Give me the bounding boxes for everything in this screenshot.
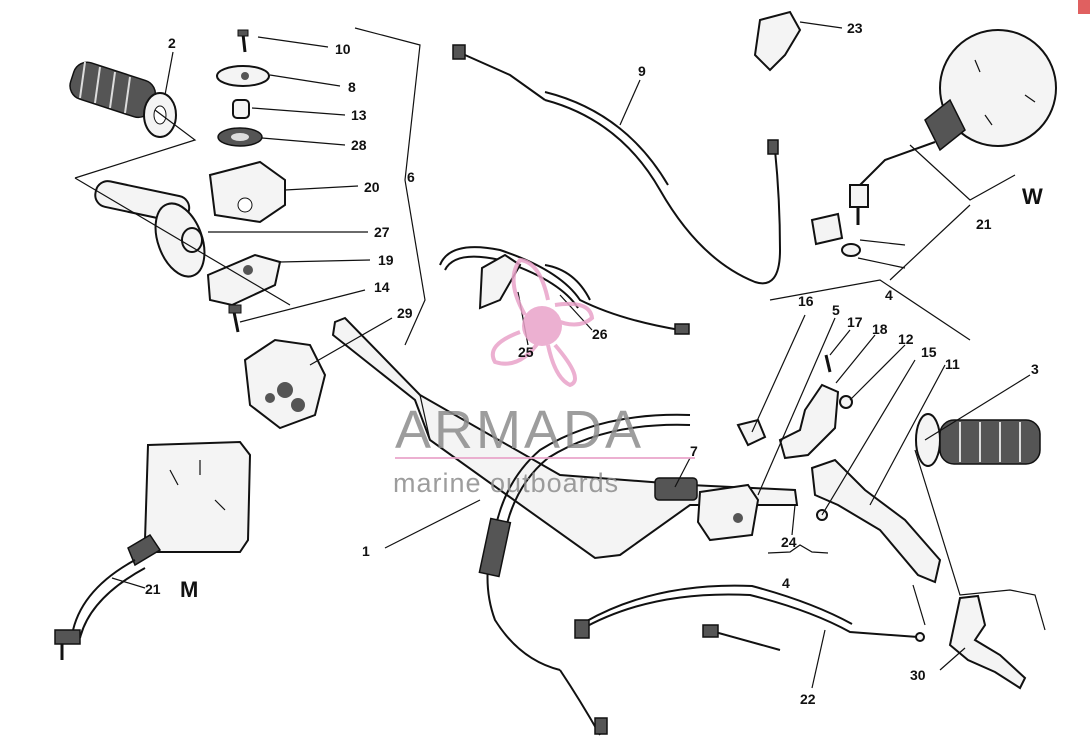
brake-lever <box>810 458 942 584</box>
lever-bracket-5 <box>778 354 853 460</box>
callout-9: 9 <box>638 63 646 79</box>
callout-18: 18 <box>872 321 888 337</box>
left-grip <box>69 61 177 138</box>
brake-master-cylinder <box>696 483 760 542</box>
throttle-tube <box>94 180 206 278</box>
watermark-logo <box>490 257 595 388</box>
throttle-housing-upper <box>208 160 286 224</box>
mirror-left <box>54 440 252 660</box>
side-label-w: W <box>1022 184 1043 209</box>
callout-2: 2 <box>168 35 176 51</box>
side-label-m: M <box>180 577 198 602</box>
callout-24: 24 <box>781 534 797 550</box>
brake-switch-16 <box>736 418 767 447</box>
callout-14: 14 <box>374 279 390 295</box>
right-grip <box>915 413 1041 467</box>
clip-23 <box>753 10 802 72</box>
watermark-subtitle: marine outboards <box>393 468 619 498</box>
callout-29: 29 <box>397 305 413 321</box>
callout-13: 13 <box>351 107 367 123</box>
mirror-right <box>810 29 1057 257</box>
cable-9 <box>452 44 782 285</box>
callout-6: 6 <box>407 169 415 185</box>
callout-22: 22 <box>800 691 816 707</box>
callout-25: 25 <box>518 344 534 360</box>
callout-19: 19 <box>378 252 394 268</box>
callout-23: 23 <box>847 20 863 36</box>
callout-26: 26 <box>592 326 608 342</box>
callout-1: 1 <box>362 543 370 559</box>
callout-labels: 2 10 8 13 28 20 6 27 19 14 29 9 23 21 W … <box>145 20 1043 707</box>
callout-20: 20 <box>364 179 380 195</box>
switch-housing <box>243 338 327 430</box>
leader-lines <box>74 21 1046 689</box>
clutch-lever-30 <box>948 594 1027 690</box>
corner-marker <box>1078 0 1090 14</box>
callout-8: 8 <box>348 79 356 95</box>
callout-21-left: 21 <box>145 581 161 597</box>
callout-7: 7 <box>690 443 698 459</box>
watermark: ARMADA marine outboards <box>393 257 695 498</box>
callout-17: 17 <box>847 314 863 330</box>
callout-15: 15 <box>921 344 937 360</box>
callout-5: 5 <box>832 302 840 318</box>
cable-22 <box>478 413 925 736</box>
callout-4-bottom: 4 <box>782 575 790 591</box>
callout-21-right: 21 <box>976 216 992 232</box>
wiring-harness <box>439 246 690 335</box>
callout-30: 30 <box>910 667 926 683</box>
cable-adjuster-7 <box>654 477 698 501</box>
callout-27: 27 <box>374 224 390 240</box>
callout-28: 28 <box>351 137 367 153</box>
callout-16: 16 <box>798 293 814 309</box>
throttle-housing-small-parts <box>216 29 270 147</box>
callout-10: 10 <box>335 41 351 57</box>
callout-3: 3 <box>1031 361 1039 377</box>
watermark-title: ARMADA <box>395 400 644 460</box>
callout-12: 12 <box>898 331 914 347</box>
screw-14 <box>228 304 242 333</box>
callout-4-top: 4 <box>885 287 893 303</box>
callout-11: 11 <box>945 356 960 372</box>
